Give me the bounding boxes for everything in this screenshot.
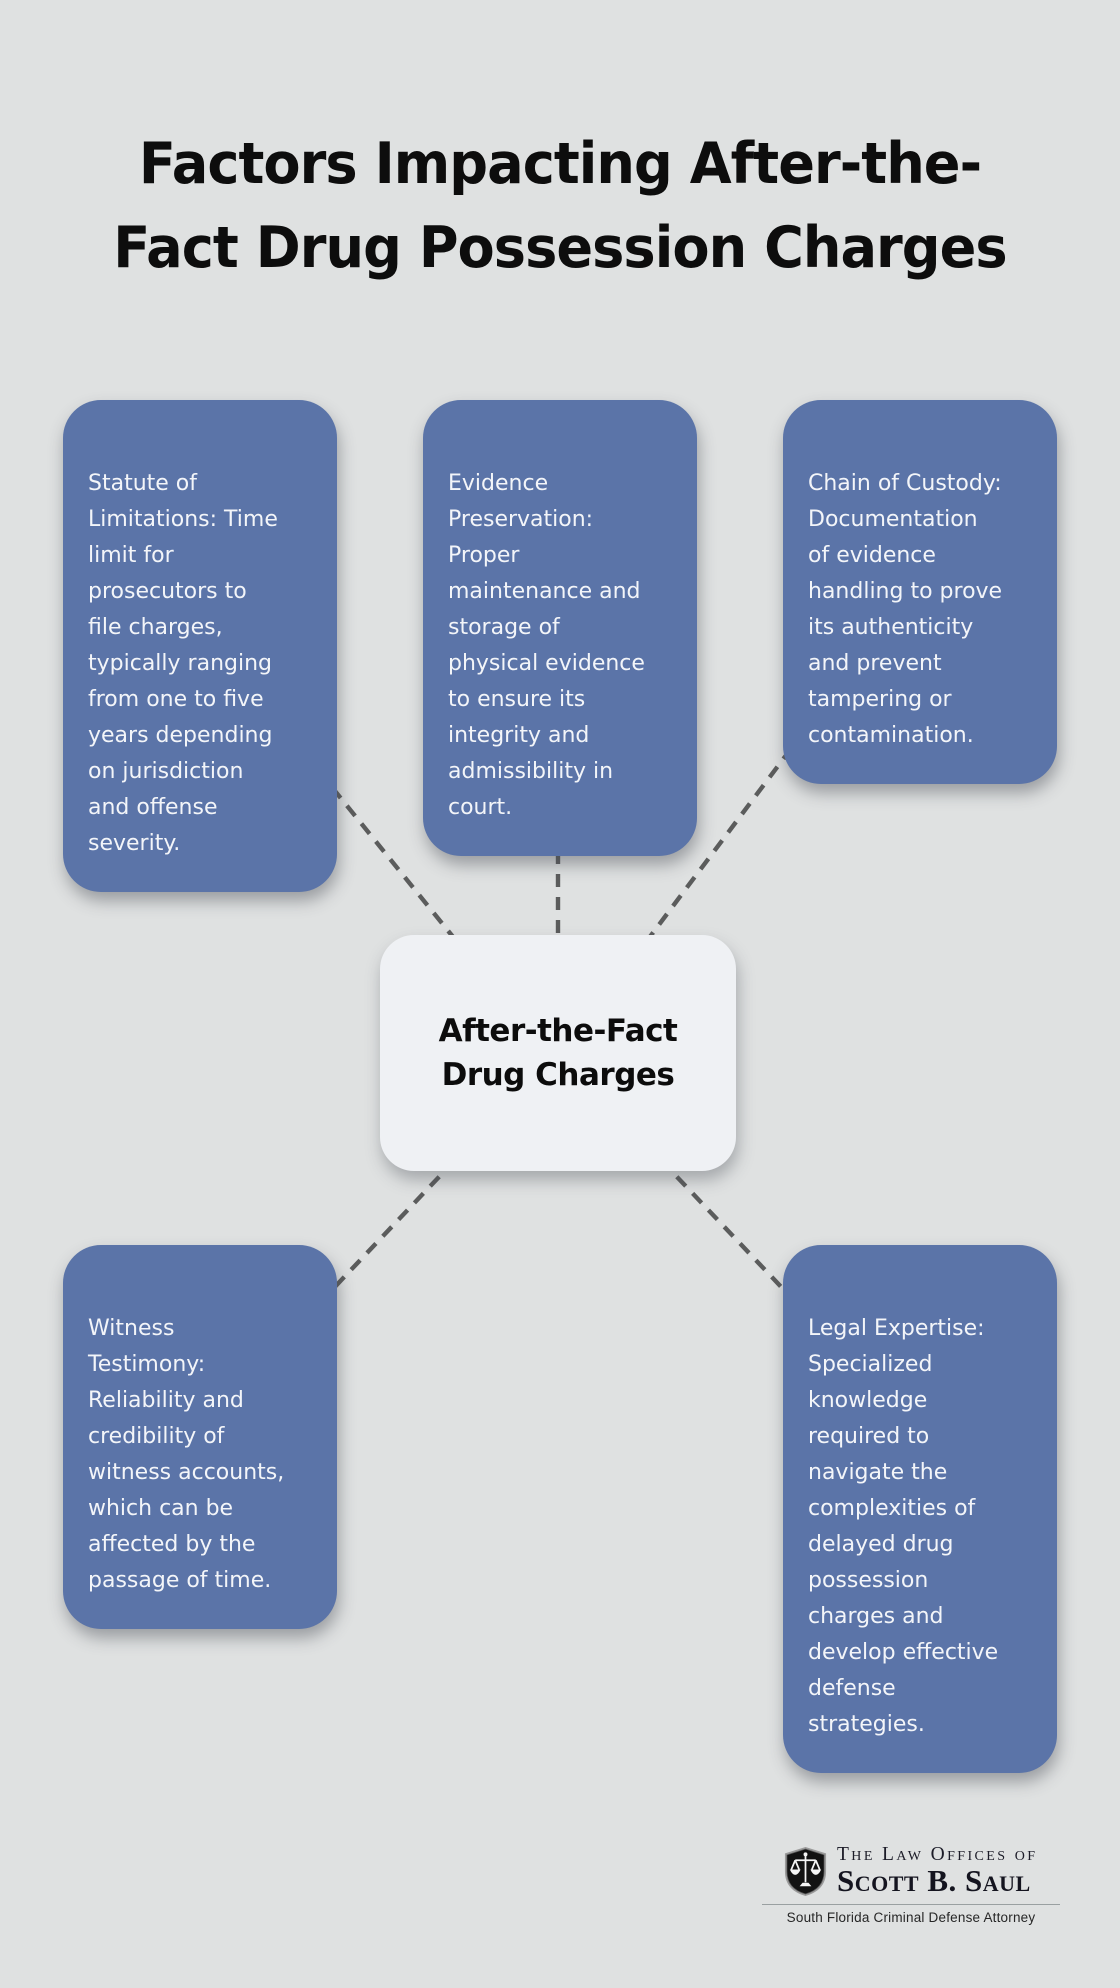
center-node-label: After-the-Fact Drug Charges — [438, 1013, 678, 1093]
factor-text: Evidence Preservation: Proper maintenanc… — [448, 471, 645, 820]
factor-text: Statute of Limitations: Time limit for p… — [88, 471, 278, 856]
logo-text: The Law Offices of Scott B. Saul — [837, 1845, 1037, 1897]
factor-card-witness-testimony: Witness Testimony: Reliability and credi… — [63, 1245, 337, 1629]
logo-tagline: South Florida Criminal Defense Attorney — [786, 1910, 1036, 1925]
scales-of-justice-shield-icon — [784, 1846, 827, 1896]
factor-text: Legal Expertise: Specialized knowledge r… — [808, 1316, 999, 1737]
factor-card-chain-of-custody: Chain of Custody: Documentation of evide… — [783, 400, 1057, 784]
law-firm-logo: The Law Offices of Scott B. Saul South F… — [762, 1845, 1060, 1925]
connector-center-to-witness — [328, 1158, 457, 1294]
logo-divider — [762, 1904, 1060, 1905]
factor-card-evidence-preservation: Evidence Preservation: Proper maintenanc… — [423, 400, 697, 856]
logo-firm-name: Scott B. Saul — [837, 1863, 1031, 1898]
factor-text: Witness Testimony: Reliability and credi… — [88, 1316, 285, 1593]
factor-card-legal-expertise: Legal Expertise: Specialized knowledge r… — [783, 1245, 1057, 1773]
factor-card-statute-of-limitations: Statute of Limitations: Time limit for p… — [63, 400, 337, 892]
logo-firm-prefix: The Law Offices of — [837, 1844, 1038, 1865]
center-node: After-the-Fact Drug Charges — [380, 935, 736, 1171]
connector-center-to-legal — [659, 1158, 788, 1294]
logo-row: The Law Offices of Scott B. Saul — [782, 1845, 1060, 1897]
page-title: Factors Impacting After-the- Fact Drug P… — [113, 131, 1007, 282]
factor-text: Chain of Custody: Documentation of evide… — [808, 471, 1003, 748]
